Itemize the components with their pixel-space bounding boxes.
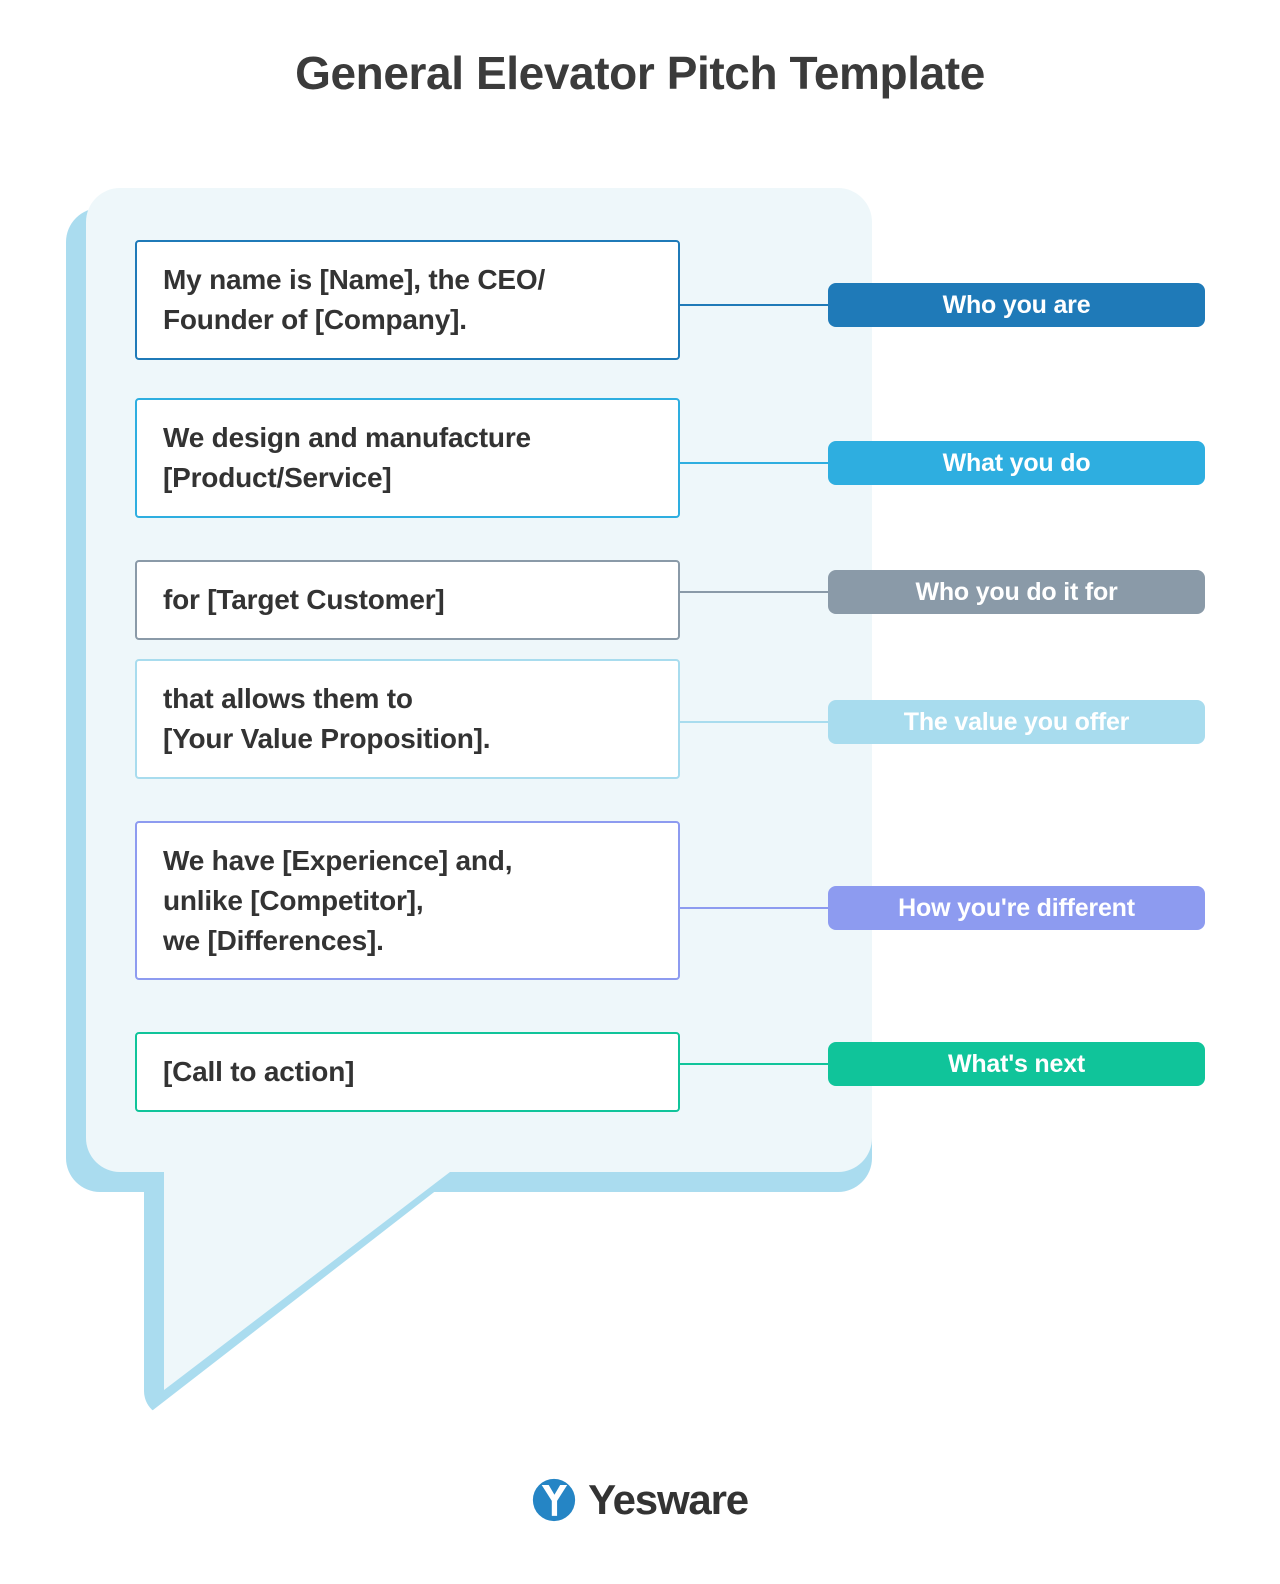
connector-line (680, 721, 832, 723)
pitch-text-line: We design and manufacture (163, 422, 531, 453)
pitch-text-line: [Call to action] (163, 1056, 355, 1087)
connector-line (680, 591, 832, 593)
category-label-pill[interactable]: Who you are (828, 283, 1205, 327)
category-label-pill[interactable]: How you're different (828, 886, 1205, 930)
pitch-text-box[interactable]: for [Target Customer] (135, 560, 680, 640)
pitch-text-line: we [Differences]. (163, 924, 384, 956)
category-label-text: Who you do it for (915, 577, 1118, 606)
category-label-text: Who you are (942, 290, 1091, 319)
page-title: General Elevator Pitch Template (295, 47, 985, 99)
category-label-text: The value you offer (903, 707, 1130, 736)
pitch-text-line: My name is [Name], the CEO/ (163, 264, 546, 295)
pitch-text-line: unlike [Competitor], (163, 884, 424, 916)
category-label-text: What you do (942, 448, 1091, 477)
connector-line (680, 907, 832, 909)
connector-line (680, 462, 832, 464)
pitch-text-box[interactable]: that allows them to [Your Value Propositi… (135, 659, 680, 779)
pitch-text-line: Founder of [Company]. (163, 303, 467, 335)
pitch-text-line: [Your Value Proposition]. (163, 722, 491, 754)
pitch-text-line: We have [Experience] and, (163, 845, 513, 876)
yesware-logo-icon (533, 1478, 576, 1522)
pitch-text-line: [Product/Service] (163, 461, 392, 493)
yesware-wordmark: Yesware (588, 1476, 749, 1523)
yesware-logo: Yesware (0, 1478, 1280, 1522)
category-label-pill[interactable]: Who you do it for (828, 570, 1205, 614)
connector-line (680, 1063, 832, 1065)
pitch-text-box[interactable]: My name is [Name], the CEO/Founder of [C… (135, 240, 680, 360)
speech-bubble-fill-tail (164, 1172, 450, 1390)
category-label-text: How you're different (898, 893, 1135, 922)
pitch-text-box[interactable]: [Call to action] (135, 1032, 680, 1112)
pitch-text-box[interactable]: We design and manufacture [Product/Servic… (135, 398, 680, 518)
category-label-pill[interactable]: What you do (828, 441, 1205, 485)
speech-bubble-notch (144, 1150, 168, 1196)
speech-bubble-outline-tail (144, 1172, 460, 1417)
pitch-text-line: for [Target Customer] (163, 584, 445, 615)
connector-line (680, 304, 832, 306)
pitch-text-box[interactable]: We have [Experience] and, unlike [Competi… (135, 821, 680, 981)
category-label-pill[interactable]: The value you offer (828, 700, 1205, 744)
category-label-text: What's next (947, 1049, 1086, 1078)
category-label-pill[interactable]: What's next (828, 1042, 1205, 1086)
pitch-text-line: that allows them to (163, 683, 413, 714)
